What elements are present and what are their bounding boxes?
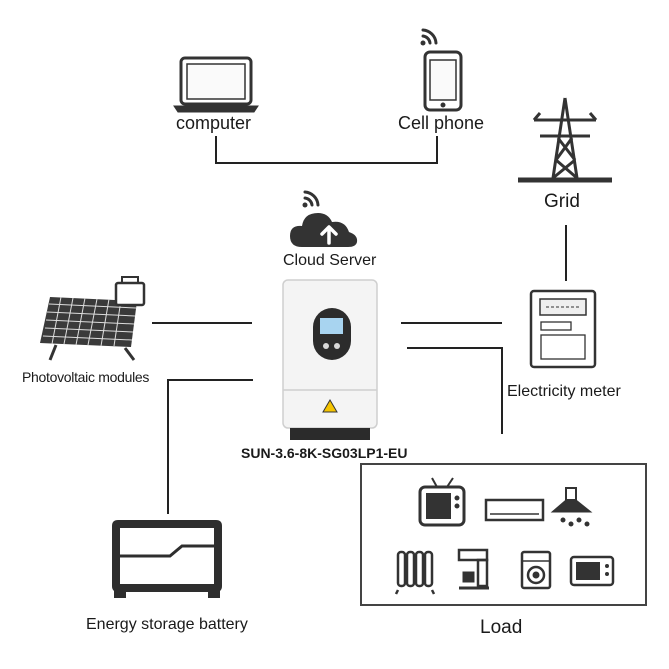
solar-panel-icon: [40, 276, 146, 361]
washing-machine-icon: [520, 550, 552, 590]
battery-icon: [112, 520, 222, 598]
load-box: [360, 463, 647, 606]
battery-inverter-link: [167, 379, 253, 514]
computer-phone-link: [215, 136, 438, 164]
inverter-model-label: SUN-3.6-8K-SG03LP1-EU: [241, 445, 408, 461]
computer-label: computer: [176, 113, 252, 133]
connection-lines: [152, 136, 567, 514]
range-hood-icon: [550, 487, 593, 527]
heater-icon: [394, 550, 436, 595]
grid-label: Grid: [544, 191, 580, 212]
coffee-machine-icon: [457, 548, 489, 590]
electricity-meter-icon: [529, 289, 597, 369]
photovoltaic-label: Photovoltaic modules: [22, 369, 150, 385]
air-conditioner-icon: [484, 498, 545, 522]
power-tower-icon: [518, 97, 612, 183]
cloud-upload-icon: [290, 213, 358, 247]
microwave-icon: [569, 555, 615, 587]
electricity-meter-label: Electricity meter: [507, 383, 621, 400]
load-label: Load: [480, 617, 523, 638]
cloud-server-label: Cloud Server: [283, 252, 377, 269]
hybrid-inverter-icon: [282, 279, 378, 440]
battery-label: Energy storage battery: [86, 616, 248, 633]
wifi-icon: [420, 28, 438, 46]
smartphone-icon: [423, 50, 463, 112]
cell-phone-label: Cell phone: [398, 113, 485, 133]
inverter-load-link: [407, 347, 503, 434]
wifi-icon-cloud: [302, 190, 320, 208]
tv-icon: [418, 477, 466, 527]
laptop-icon: [173, 56, 259, 113]
